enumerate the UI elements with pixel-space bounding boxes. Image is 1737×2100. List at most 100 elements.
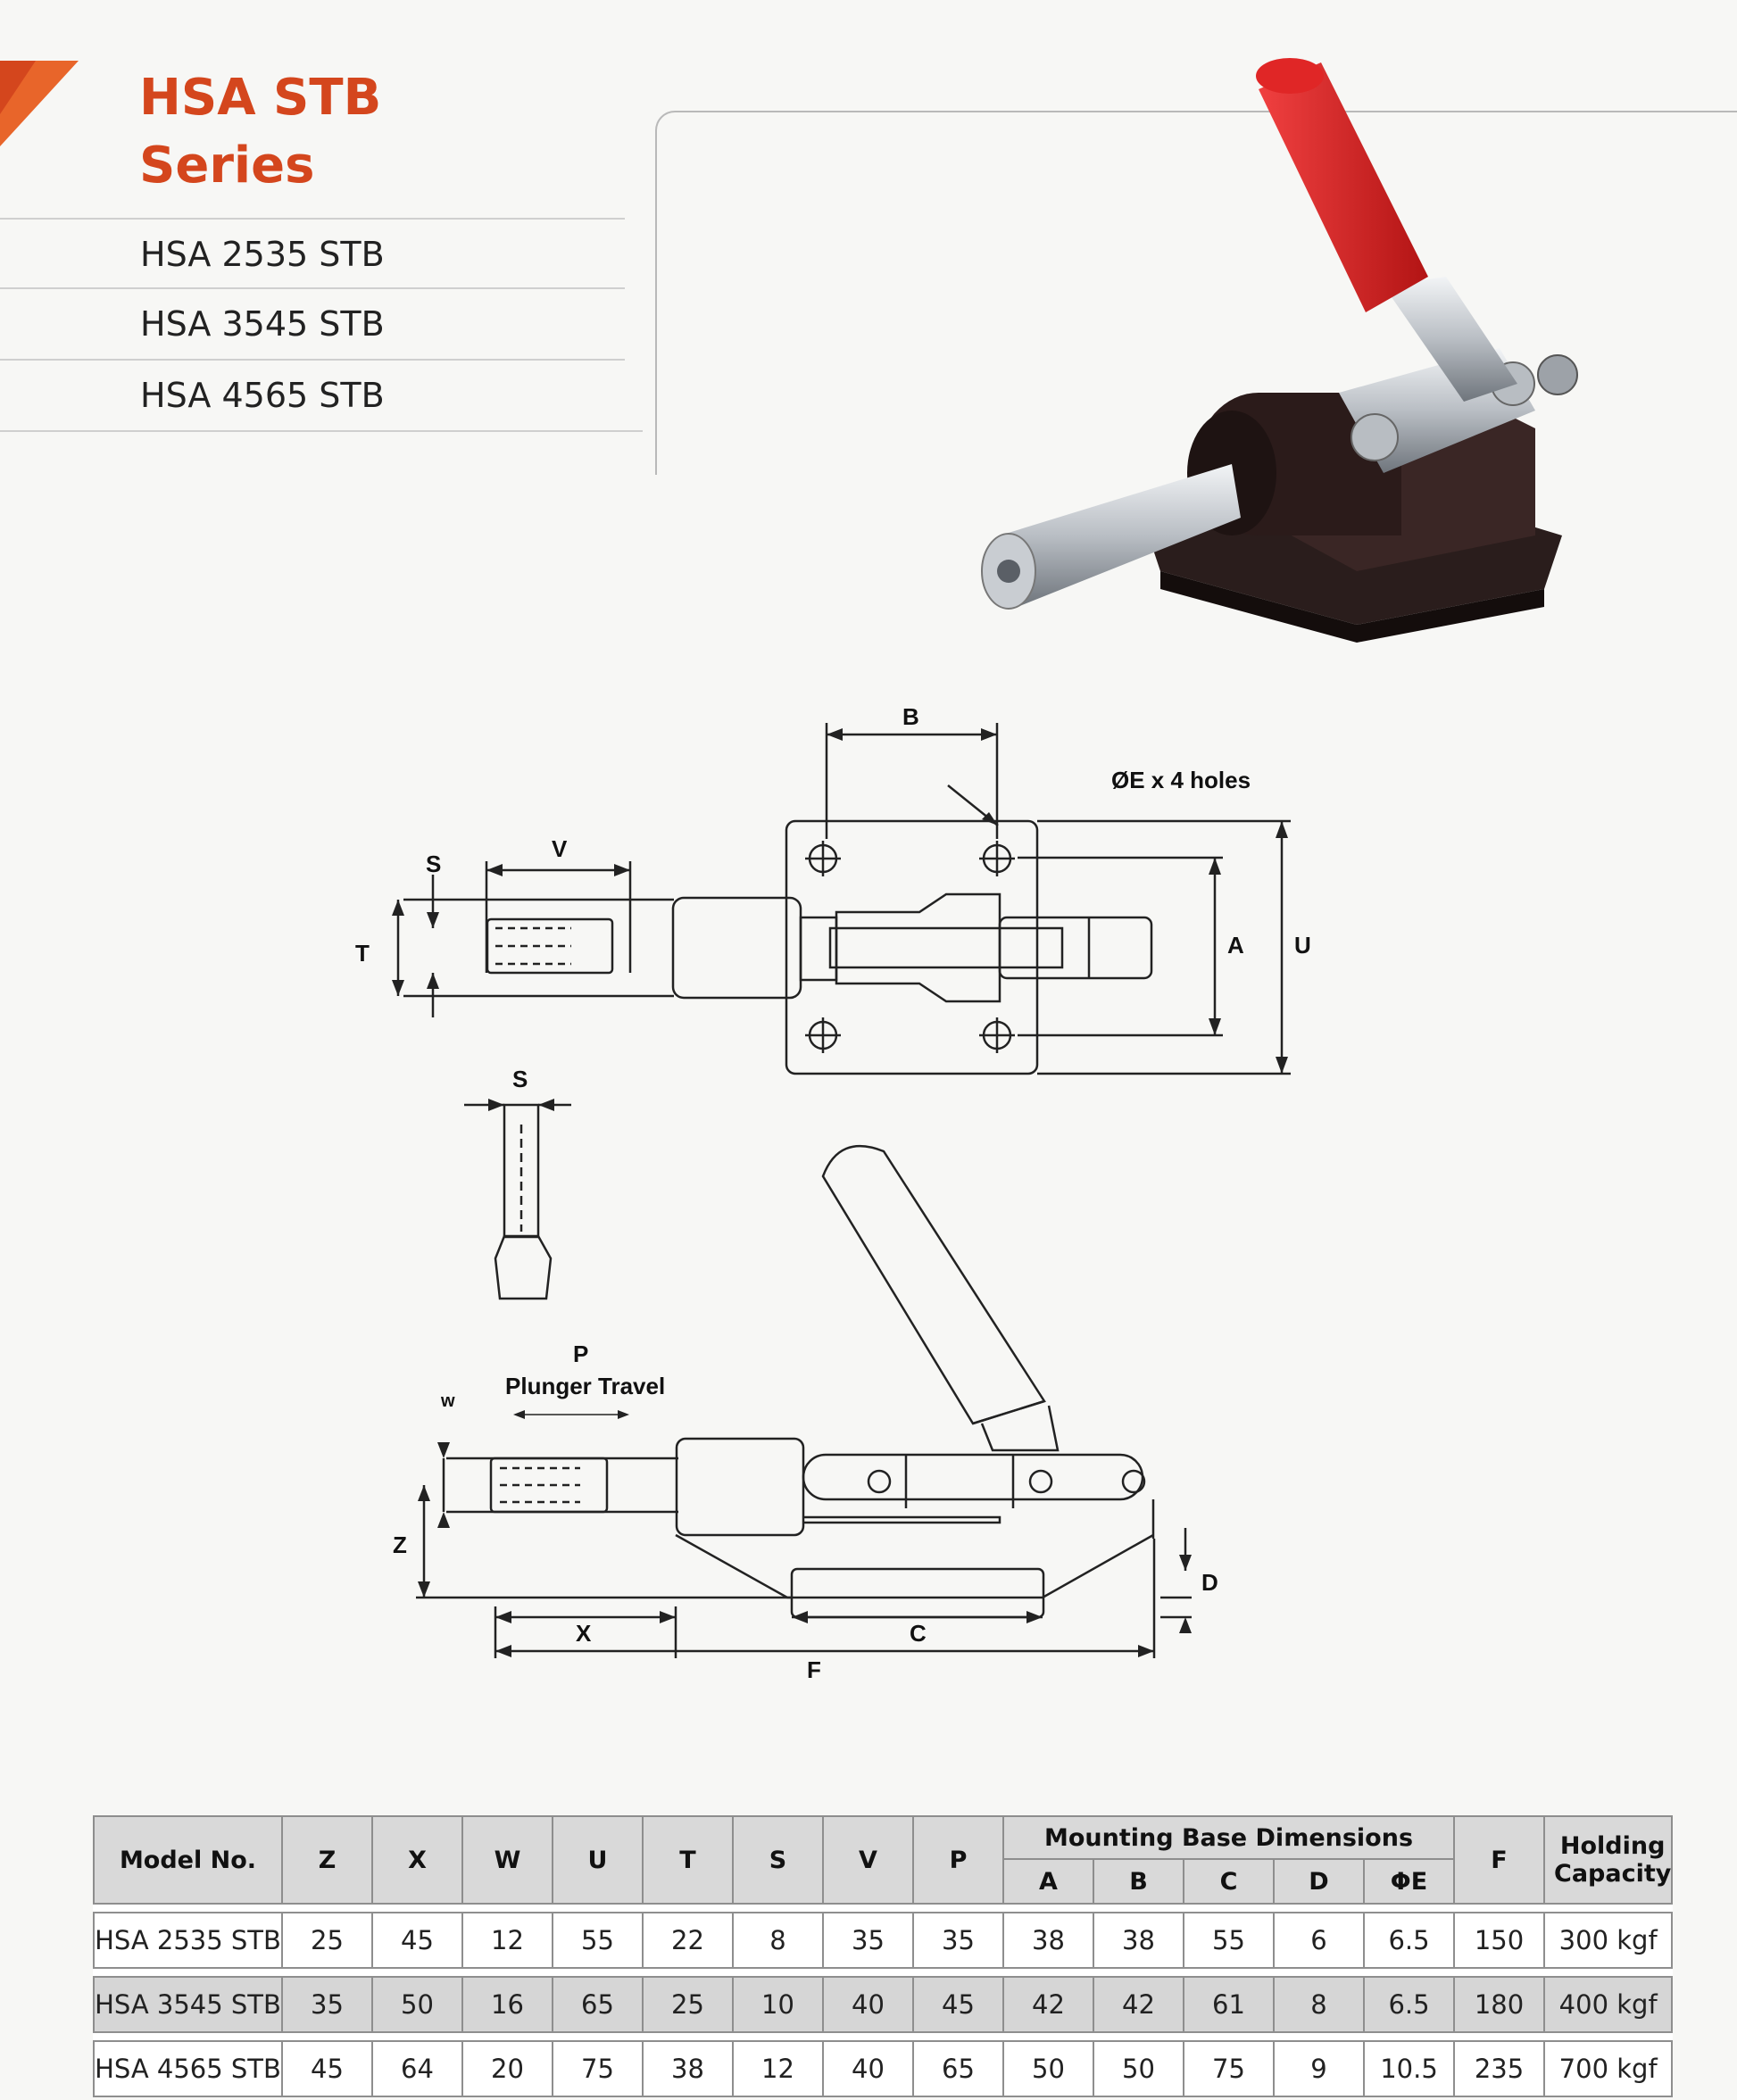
- table-cell: 22: [642, 1912, 734, 1969]
- header-col: C: [1183, 1858, 1275, 1905]
- table-cell: 45: [912, 1976, 1004, 2033]
- dim-label-F: F: [807, 1656, 821, 1683]
- model-list-item: HSA 2535 STB: [0, 218, 625, 287]
- table-cell: 150: [1453, 1912, 1545, 1969]
- mounting-hole: [979, 841, 1015, 876]
- table-cell: 38: [642, 2040, 734, 2097]
- table-cell: 35: [912, 1912, 1004, 1969]
- dim-label-D: D: [1201, 1569, 1218, 1596]
- dim-label-C: C: [910, 1620, 927, 1647]
- dim-label-B: B: [902, 703, 919, 730]
- holding-cell: 700 kgf: [1542, 2040, 1674, 2097]
- series-title-line2: Series: [139, 137, 315, 195]
- header-col: T: [642, 1815, 734, 1905]
- base-plate-top: [785, 819, 1039, 1075]
- holding-cell: 400 kgf: [1542, 1976, 1674, 2033]
- table-cell: 8: [732, 1912, 824, 1969]
- table-cell: 50: [371, 1976, 463, 2033]
- table-cell: 10: [732, 1976, 824, 2033]
- table-cell: 55: [1183, 1912, 1275, 1969]
- table-cell: 35: [281, 1976, 373, 2033]
- table-cell: 16: [461, 1976, 553, 2033]
- dim-label-U: U: [1294, 932, 1311, 959]
- dim-label-holes: ØE x 4 holes: [1111, 767, 1251, 793]
- table-cell: 45: [371, 1912, 463, 1969]
- series-title-line1: HSA STB: [139, 69, 382, 127]
- table-cell: 35: [822, 1912, 914, 1969]
- table-cell: 25: [281, 1912, 373, 1969]
- table-cell: 12: [461, 1912, 553, 1969]
- table-cell: 235: [1453, 2040, 1545, 2097]
- table-cell: 75: [552, 2040, 644, 2097]
- header-col: P: [912, 1815, 1004, 1905]
- spec-table: Model No. Z X W U T S V P Mounting Base …: [93, 1815, 1674, 2097]
- table-cell: 42: [1093, 1976, 1184, 2033]
- model-list-divider: [0, 430, 643, 432]
- table-cell: 12: [732, 2040, 824, 2097]
- table-cell: 10.5: [1363, 2040, 1455, 2097]
- series-title: HSA STB Series: [139, 64, 381, 200]
- table-row: HSA 3545 STB 35 50 16 65 25 10 40 45 42 …: [93, 1976, 1674, 2033]
- table-cell: 38: [1093, 1912, 1184, 1969]
- table-cell: 8: [1273, 1976, 1365, 2033]
- table-row: HSA 4565 STB 45 64 20 75 38 12 40 65 50 …: [93, 2040, 1674, 2097]
- header-col: Z: [281, 1815, 373, 1905]
- header-col: A: [1002, 1858, 1094, 1905]
- model-list-item: HSA 4565 STB: [0, 359, 625, 428]
- header-model-no: Model No.: [93, 1815, 283, 1905]
- table-cell: 6: [1273, 1912, 1365, 1969]
- dim-label-S-top: S: [426, 851, 441, 877]
- table-cell: 50: [1093, 2040, 1184, 2097]
- header-col: U: [552, 1815, 644, 1905]
- brand-corner-accent: [0, 61, 79, 146]
- table-cell: 55: [552, 1912, 644, 1969]
- table-cell: 25: [642, 1976, 734, 2033]
- header-col: F: [1453, 1815, 1545, 1905]
- dim-label-X: X: [576, 1620, 592, 1647]
- mounting-hole: [805, 841, 841, 876]
- dim-label-W: w: [440, 1391, 455, 1411]
- table-cell: 180: [1453, 1976, 1545, 2033]
- table-cell: 45: [281, 2040, 373, 2097]
- table-cell: 6.5: [1363, 1912, 1455, 1969]
- header-col: B: [1093, 1858, 1184, 1905]
- table-cell: 40: [822, 1976, 914, 2033]
- dim-label-P: P: [573, 1341, 588, 1367]
- dim-label-S-side: S: [512, 1066, 528, 1092]
- dim-label-plunger-travel: Plunger Travel: [505, 1373, 665, 1399]
- table-cell: 61: [1183, 1976, 1275, 2033]
- dim-label-Z: Z: [393, 1531, 407, 1558]
- table-cell: 42: [1002, 1976, 1094, 2033]
- model-cell: HSA 4565 STB: [93, 2040, 283, 2097]
- dim-label-A: A: [1227, 932, 1244, 959]
- mounting-hole: [979, 1017, 1015, 1053]
- table-cell: 64: [371, 2040, 463, 2097]
- header-col: W: [461, 1815, 553, 1905]
- header-col: X: [371, 1815, 463, 1905]
- table-cell: 65: [552, 1976, 644, 2033]
- photo-frame: [655, 111, 1737, 475]
- table-cell: 9: [1273, 2040, 1365, 2097]
- dim-label-V: V: [552, 835, 568, 862]
- product-photo: [981, 58, 1578, 643]
- mounting-hole: [805, 1017, 841, 1053]
- header-col: D: [1273, 1858, 1365, 1905]
- holding-cell: 300 kgf: [1542, 1912, 1674, 1969]
- header-col: V: [822, 1815, 914, 1905]
- table-cell: 50: [1002, 2040, 1094, 2097]
- header-holding-capacity: Holding Capacity: [1542, 1815, 1674, 1905]
- model-list-item: HSA 3545 STB: [0, 287, 625, 357]
- model-cell: HSA 2535 STB: [93, 1912, 283, 1969]
- table-row: HSA 2535 STB 25 45 12 55 22 8 35 35 38 3…: [93, 1912, 1674, 1969]
- header-col: S: [732, 1815, 824, 1905]
- table-cell: 65: [912, 2040, 1004, 2097]
- header-mounting-base: Mounting Base Dimensions: [1002, 1815, 1455, 1860]
- header-col: ΦE: [1363, 1858, 1455, 1905]
- table-cell: 75: [1183, 2040, 1275, 2097]
- table-cell: 20: [461, 2040, 553, 2097]
- table-cell: 6.5: [1363, 1976, 1455, 2033]
- table-cell: 38: [1002, 1912, 1094, 1969]
- table-cell: 40: [822, 2040, 914, 2097]
- model-cell: HSA 3545 STB: [93, 1976, 283, 2033]
